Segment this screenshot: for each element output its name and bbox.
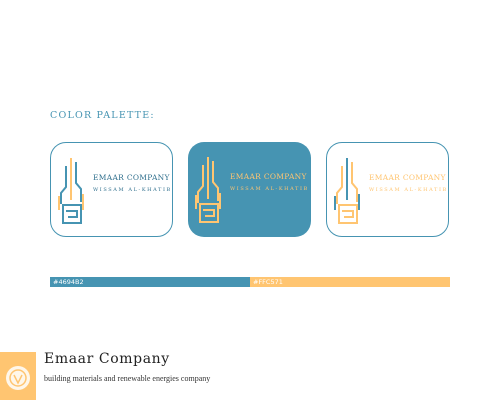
palette-title: COLOR PALETTE: (50, 110, 155, 121)
color-swatch-bar: #4694B2 #FFC571 (50, 277, 450, 287)
logo-card-blue: EMAAR COMPANY WISSAM AL-KHATIB (188, 142, 311, 237)
emaar-logo-mark-icon (58, 158, 84, 224)
footer-company-title: Emaar Company (44, 351, 170, 367)
company-name-text: EMAAR COMPANY (369, 173, 446, 182)
footer-badge-icon (0, 352, 36, 400)
emaar-logo-mark-icon (334, 158, 360, 224)
footer-company-subtitle: building materials and renewable energie… (44, 374, 211, 383)
logo-card-outline: EMAAR COMPANY WISSAM AL-KHATIB (326, 142, 449, 237)
company-name-text: EMAAR COMPANY (93, 173, 170, 182)
designer-name-text: WISSAM AL-KHATIB (230, 186, 309, 192)
swatch-blue: #4694B2 (50, 277, 250, 287)
designer-name-text: WISSAM AL-KHATIB (93, 187, 172, 193)
logo-card-light: EMAAR COMPANY WISSAM AL-KHATIB (50, 142, 173, 237)
swatch-yellow: #FFC571 (250, 277, 450, 287)
emaar-logo-mark-icon (195, 157, 221, 223)
designer-name-text: WISSAM AL-KHATIB (369, 187, 448, 193)
company-name-text: EMAAR COMPANY (230, 172, 307, 181)
